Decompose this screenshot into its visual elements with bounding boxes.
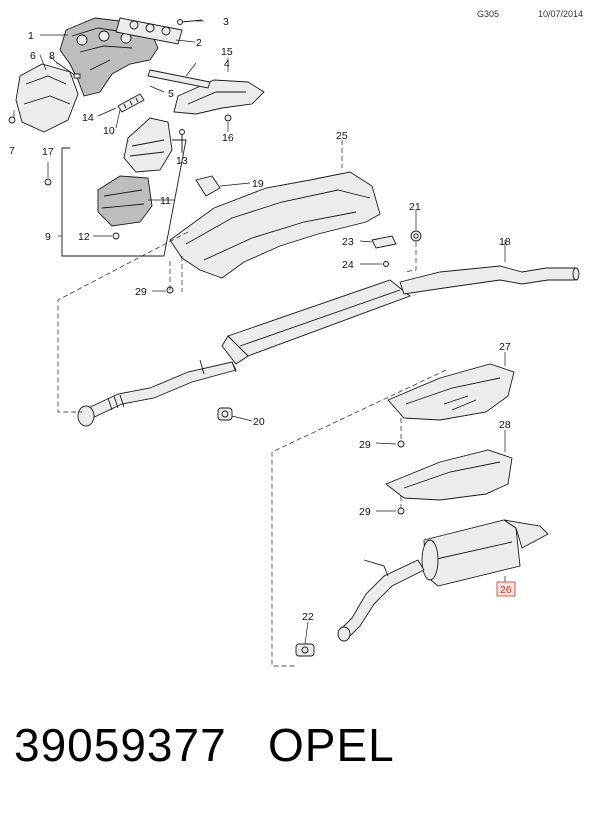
callout-5: 5: [168, 88, 174, 100]
exhaust-pipe-front[interactable]: [77, 361, 237, 427]
middle-silencer[interactable]: [221, 279, 411, 365]
exhaust-pipe-rear[interactable]: [399, 265, 580, 295]
guide-left-top: [57, 231, 189, 413]
rear-silencer[interactable]: [421, 519, 549, 587]
callout-17: 17: [42, 146, 54, 158]
callout-20: 20: [253, 416, 265, 428]
callout-6: 6: [30, 50, 36, 62]
callout-21: 21: [409, 201, 421, 213]
callout-10: 10: [103, 125, 115, 137]
callout-12: 12: [78, 231, 90, 243]
heat-shield-left[interactable]: [15, 63, 79, 133]
bracket-19[interactable]: [195, 175, 221, 197]
nut-29-bot[interactable]: [397, 507, 405, 515]
callout-23: 23: [342, 236, 354, 248]
catalytic-converter[interactable]: [123, 117, 173, 173]
stud-bolt-3[interactable]: [177, 19, 203, 25]
cat-heat-shield-11[interactable]: [97, 175, 153, 227]
callout-2: 2: [196, 37, 202, 49]
bolt-16[interactable]: [224, 114, 232, 122]
callout-11: 11: [160, 195, 171, 207]
rubber-hanger-20[interactable]: [217, 407, 233, 421]
callout-29-c: 29: [359, 506, 371, 518]
rubber-hanger-22[interactable]: [295, 643, 315, 657]
flex-hose-14[interactable]: [117, 93, 145, 113]
guide-hanger-21: [403, 242, 417, 273]
exhaust-system-diagram: 1 2 3 4 5 6 7 8 9 10 11 12 13 14 15 16 1…: [8, 16, 580, 667]
part-number: 39059377: [14, 719, 227, 771]
callout-7: 7: [9, 145, 15, 157]
nut-12[interactable]: [112, 232, 120, 240]
clamp-23[interactable]: [371, 235, 397, 249]
bolt-24[interactable]: [383, 261, 389, 267]
nut-7[interactable]: [8, 116, 16, 124]
callout-26: 26: [500, 584, 512, 596]
callout-28: 28: [499, 419, 511, 431]
callout-24: 24: [342, 259, 354, 271]
callout-22: 22: [302, 611, 314, 623]
callout-8: 8: [49, 50, 55, 62]
callout-14: 14: [82, 112, 94, 124]
callout-26-highlight: 26: [496, 581, 516, 597]
leader-lines: [13, 20, 506, 645]
heat-shield-28[interactable]: [385, 449, 513, 501]
manifold-gasket[interactable]: [115, 17, 183, 45]
guide-center: [169, 256, 183, 292]
callout-16: 16: [222, 132, 234, 144]
callout-29-a: 29: [135, 286, 147, 298]
heat-shield-tunnel[interactable]: [169, 171, 381, 279]
callout-29-b: 29: [359, 439, 371, 451]
diagram-date: 10/07/2014: [538, 9, 584, 19]
gasket-strip-4[interactable]: [147, 69, 211, 89]
diagram-code: G305: [477, 9, 500, 19]
hanger-bracket-mid[interactable]: [199, 359, 237, 375]
rubber-hanger-21[interactable]: [410, 230, 422, 242]
callout-13: 13: [176, 155, 188, 167]
brand-name: OPEL: [268, 719, 395, 771]
exhaust-manifold[interactable]: [59, 17, 159, 97]
heat-shield-27[interactable]: [387, 363, 515, 421]
nut-29-mid[interactable]: [397, 440, 405, 448]
callout-1: 1: [28, 30, 34, 42]
part-reference: 39059377 OPEL: [14, 718, 395, 772]
heat-shield-15[interactable]: [173, 79, 265, 115]
callout-15: 15: [221, 46, 233, 58]
callout-25: 25: [336, 130, 348, 142]
stud-bolt-8[interactable]: [55, 61, 81, 79]
callout-19: 19: [252, 178, 264, 190]
callout-27: 27: [499, 341, 511, 353]
guide-right-rear: [271, 369, 447, 667]
callout-3: 3: [223, 16, 229, 28]
tail-pipe-bend[interactable]: [337, 559, 425, 642]
callout-9: 9: [45, 231, 51, 243]
nut-17[interactable]: [44, 178, 52, 186]
group-bracket-9: [61, 139, 187, 257]
callout-4: 4: [224, 58, 230, 70]
callout-18: 18: [499, 236, 511, 248]
